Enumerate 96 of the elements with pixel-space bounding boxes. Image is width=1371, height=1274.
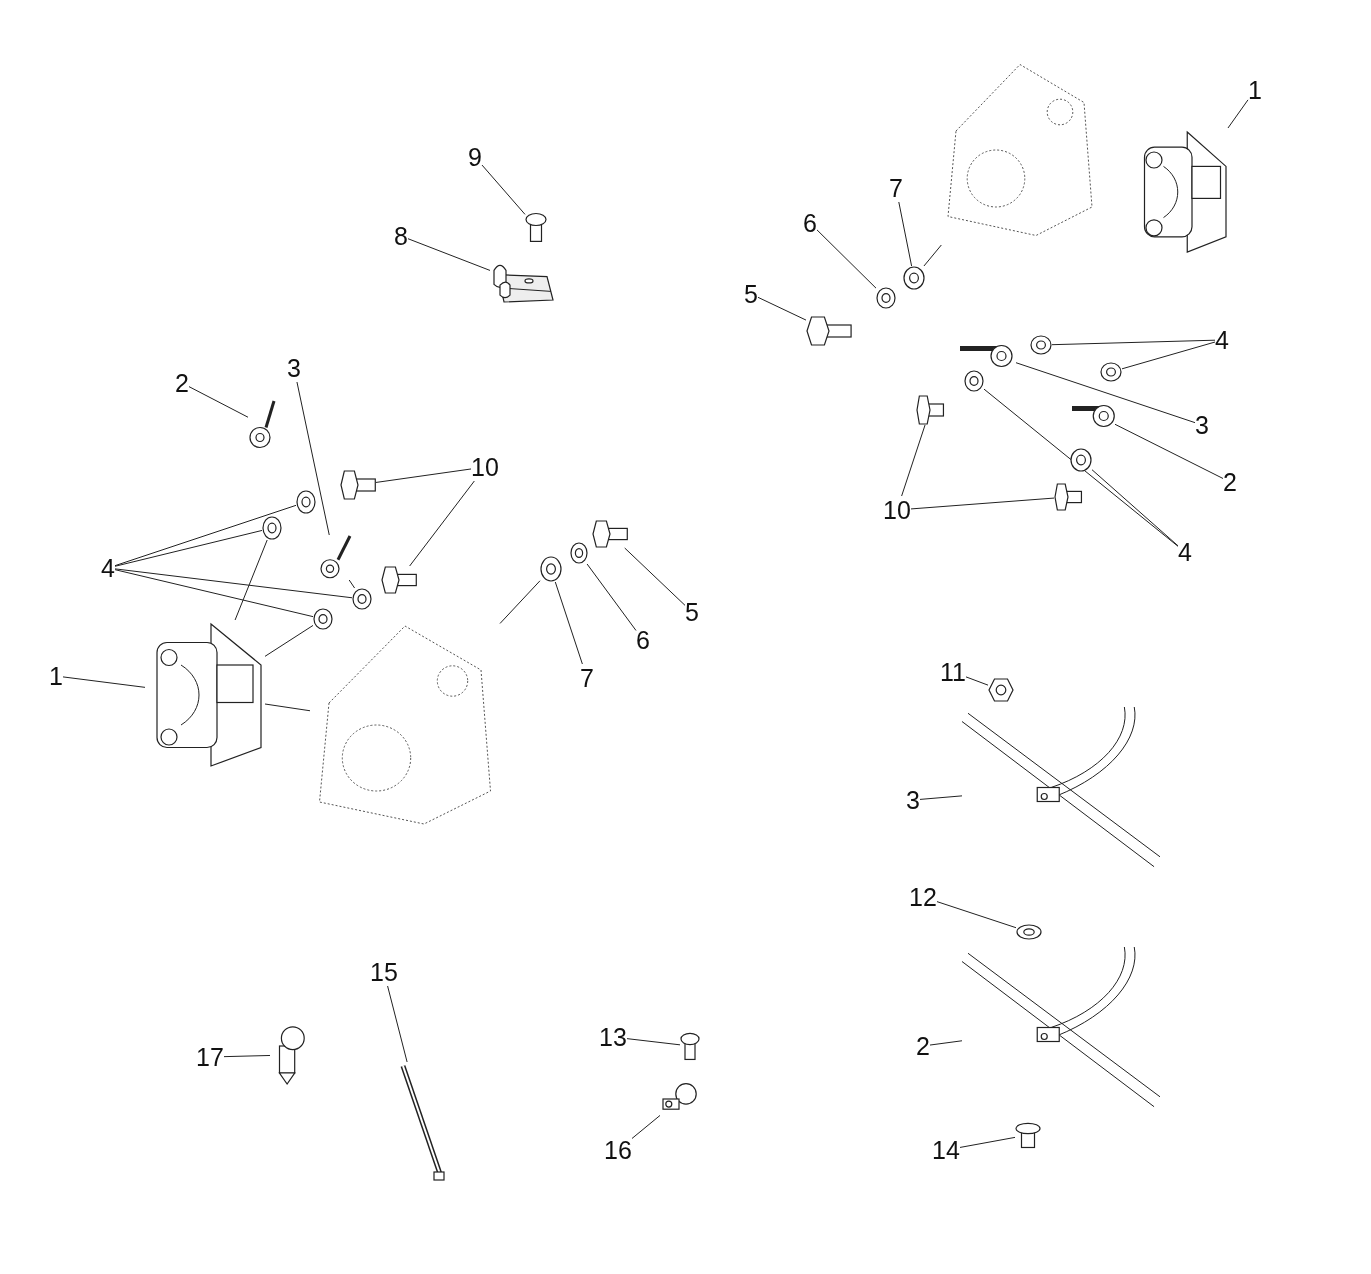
- pin-drawing: [680, 1032, 700, 1060]
- washer-drawing: [570, 542, 588, 564]
- brake-hose-drawing: [248, 400, 278, 450]
- leader-line: [554, 581, 583, 665]
- leader-line: [816, 229, 877, 289]
- leader-line: [586, 563, 637, 631]
- leader-line: [296, 381, 330, 536]
- assembly-line: [264, 703, 311, 712]
- callout-number: 1: [1248, 76, 1262, 104]
- callout-number: 7: [580, 664, 594, 692]
- washer-drawing: [296, 490, 316, 514]
- brake-line-drawing: [962, 945, 1160, 1110]
- leader-line: [1051, 339, 1216, 346]
- bolt-drawing: [916, 395, 944, 425]
- washer-drawing: [903, 266, 925, 290]
- callout-number: 9: [468, 143, 482, 171]
- leader-line: [1091, 469, 1179, 547]
- callout-number: 13: [599, 1023, 627, 1051]
- callout-number: 4: [1215, 326, 1229, 354]
- leader-line: [114, 504, 297, 567]
- assembly-line: [923, 244, 942, 267]
- callout-number: 6: [636, 626, 650, 654]
- callout-number: 8: [394, 222, 408, 250]
- washer-drawing: [313, 608, 333, 630]
- washer-drawing: [540, 556, 562, 582]
- assembly-line: [499, 580, 541, 624]
- nut-drawing: [988, 678, 1014, 702]
- brake-line-drawing: [962, 705, 1160, 870]
- leader-line: [910, 497, 1055, 510]
- washer-drawing: [1100, 362, 1122, 382]
- washer-drawing: [876, 287, 896, 309]
- leader-line: [965, 676, 989, 686]
- leader-line: [959, 1136, 1016, 1148]
- callout-number: 5: [744, 280, 758, 308]
- callout-number: 12: [909, 883, 937, 911]
- leader-line: [1227, 99, 1249, 129]
- assembly-line: [348, 579, 356, 589]
- bolt-drawing: [1054, 483, 1082, 511]
- leader-line: [114, 569, 314, 618]
- leader-line: [631, 1114, 661, 1139]
- washer-drawing: [352, 588, 372, 610]
- leader-line: [114, 529, 263, 567]
- washer-drawing: [1030, 335, 1052, 355]
- leader-line: [387, 985, 408, 1063]
- callout-number: 11: [940, 658, 966, 686]
- callout-number: 3: [1195, 411, 1209, 439]
- callout-number: 15: [370, 958, 398, 986]
- callout-number: 3: [906, 786, 920, 814]
- callout-number: 7: [889, 174, 903, 202]
- leader-line: [375, 468, 472, 483]
- callout-number: 6: [803, 209, 817, 237]
- callout-number: 17: [196, 1043, 224, 1071]
- washer-drawing: [262, 516, 282, 540]
- leader-line: [901, 424, 926, 497]
- callout-number: 16: [604, 1136, 632, 1164]
- leader-line: [1121, 341, 1216, 370]
- leader-line: [409, 480, 475, 567]
- leader-line: [114, 568, 353, 599]
- leader-line: [983, 388, 1179, 547]
- leader-line: [481, 164, 526, 215]
- leader-line: [626, 1038, 681, 1046]
- assembly-line: [234, 539, 268, 621]
- callout-number: 1: [49, 662, 63, 690]
- callout-number: 4: [101, 554, 115, 582]
- leader-line: [1114, 423, 1224, 479]
- bolt-drawing: [592, 520, 628, 548]
- leader-line: [188, 386, 249, 418]
- leader-line: [898, 201, 913, 267]
- leader-line: [757, 296, 807, 321]
- callout-number: 5: [685, 598, 699, 626]
- washer-drawing: [1016, 924, 1042, 940]
- leader-line: [62, 676, 146, 688]
- washer-drawing: [964, 370, 984, 392]
- leader-line: [223, 1055, 271, 1058]
- callout-number: 2: [1223, 468, 1237, 496]
- leader-line: [1015, 362, 1196, 424]
- callout-number: 10: [883, 496, 911, 524]
- callout-number: 2: [916, 1032, 930, 1060]
- washer-drawing: [1070, 448, 1092, 472]
- bolt-drawing: [806, 316, 852, 346]
- leader-line: [624, 547, 686, 606]
- assembly-line: [264, 624, 314, 657]
- callout-number: 10: [471, 453, 499, 481]
- clip-drawing: [490, 262, 555, 304]
- bolt-drawing: [340, 470, 376, 500]
- callout-number: 14: [932, 1136, 960, 1164]
- callout-number: 3: [287, 354, 301, 382]
- leader-line: [919, 795, 963, 800]
- pin-drawing: [525, 212, 547, 242]
- pin-drawing: [1015, 1122, 1041, 1148]
- callout-number: 2: [175, 369, 189, 397]
- leader-line: [407, 238, 491, 271]
- leader-line: [929, 1040, 963, 1046]
- leader-line: [936, 901, 1017, 929]
- callout-number: 4: [1178, 538, 1192, 566]
- bolt-drawing: [381, 566, 417, 594]
